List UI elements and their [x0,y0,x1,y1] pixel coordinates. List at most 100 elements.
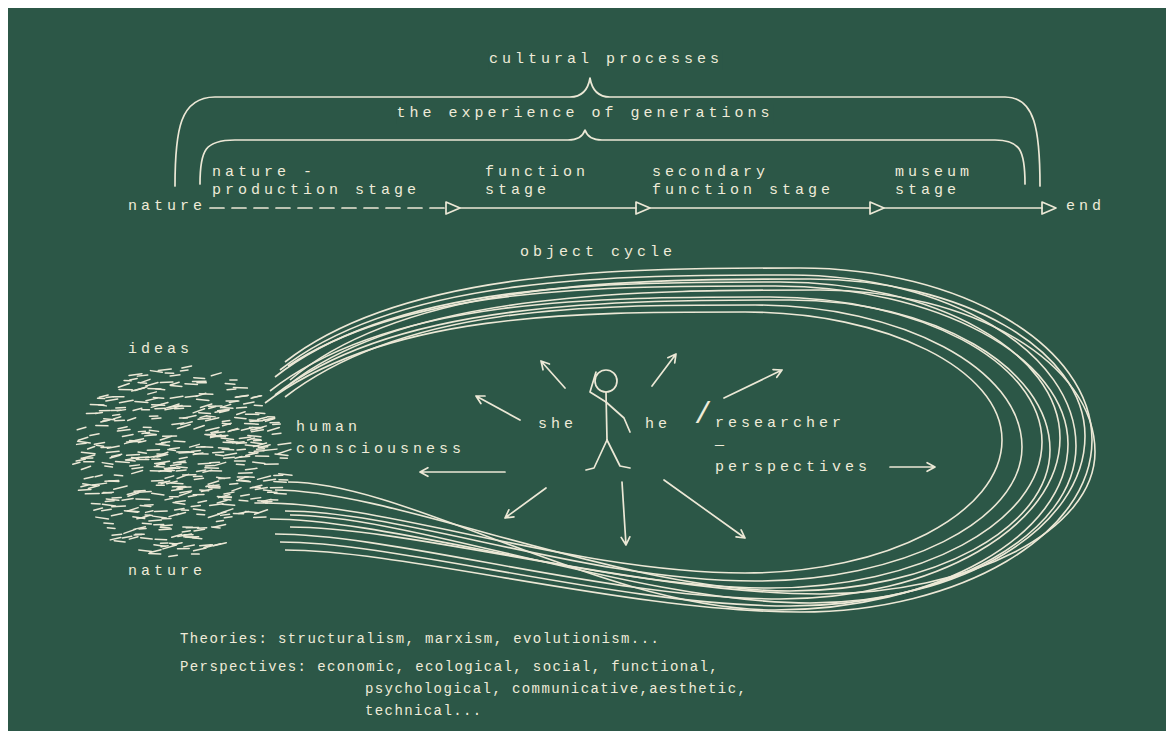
idea-dash [144,504,153,506]
idea-dash [114,474,122,476]
idea-dash [257,448,265,450]
idea-dash [224,457,235,458]
idea-dash [197,399,209,400]
idea-dash [280,457,287,459]
idea-dash [175,509,184,510]
idea-dash [265,463,279,465]
idea-dash [173,503,185,505]
idea-dash [90,434,99,436]
idea-dash [132,471,143,474]
idea-dash [160,470,171,472]
idea-dash [215,436,225,437]
idea-dash [162,442,170,443]
researcher-label: researcher — perspectives [715,413,865,479]
idea-dash [221,438,233,440]
idea-dash [130,465,140,466]
idea-dash [152,458,160,460]
idea-dash [165,468,173,470]
idea-dash [207,415,215,417]
idea-dash [245,445,259,446]
idea-dash [267,416,274,418]
idea-dash [163,435,177,437]
idea-dash [136,498,150,500]
idea-dash [77,443,86,444]
idea-dash [132,388,145,391]
stick-figure [586,370,630,470]
timeline-segment [884,207,1042,209]
perspective-arrow [890,463,935,472]
idea-dash [177,451,189,453]
idea-dash [194,377,205,379]
idea-dash [249,419,258,421]
idea-dash [184,537,197,538]
idea-dash [155,538,167,540]
idea-dash [110,537,120,539]
idea-dash [111,410,121,412]
idea-dash [105,465,113,467]
idea-dash [272,433,281,434]
idea-dash [236,463,244,465]
idea-dash [96,445,103,446]
idea-dash [259,445,270,448]
idea-dash [208,514,219,518]
timeline-arrowhead [446,202,460,214]
idea-dash [81,485,88,487]
idea-dash [171,464,182,466]
idea-dash [195,453,208,455]
idea-dash [179,492,190,496]
idea-dash [134,490,145,492]
idea-dash [102,492,113,493]
cluster-label: human consciousness [296,417,396,461]
idea-dash [221,509,232,513]
idea-dash [236,396,247,397]
idea-dash [199,412,211,414]
idea-dash [138,441,145,443]
idea-dash [106,396,113,398]
idea-dash [111,513,122,515]
loop-heading-holder: object cycle [520,243,676,263]
idea-dash [241,495,250,496]
cycle-loop-line [285,268,1092,612]
figure-label: / [694,398,712,432]
idea-dash [241,427,252,430]
idea-dash [251,442,262,443]
idea-dash [122,536,132,538]
idea-dash [214,462,225,465]
idea-dash [88,447,95,449]
idea-dash [159,528,171,530]
idea-dash [125,441,135,444]
idea-dash [95,412,102,414]
idea-dash [194,425,204,428]
idea-dash [213,451,224,453]
idea-dash [217,500,227,503]
idea-dash [213,524,225,527]
idea-dash [207,434,215,436]
idea-dash [204,545,212,548]
idea-dash [222,423,230,424]
brace-label: cultural processes [489,50,723,70]
stage-label: secondary function stage [652,164,852,200]
perspective-arrow [505,488,546,518]
idea-dash [212,486,220,488]
idea-dash [142,522,151,524]
idea-dash [106,451,119,452]
idea-dash [114,541,125,542]
idea-dash [230,379,237,381]
idea-dash [165,372,173,374]
idea-dash [257,426,267,429]
idea-dash [210,470,221,472]
idea-dash [149,553,161,555]
idea-dash [197,513,205,515]
idea-dash [146,511,153,513]
idea-dash [230,429,239,431]
idea-dash [112,534,122,535]
cycle-loop-line [265,312,1002,573]
idea-dash [170,496,179,498]
idea-dash [172,486,185,488]
idea-dash [174,440,185,442]
timeline-arrowhead [636,202,650,214]
idea-dash [194,478,203,479]
idea-dash [216,520,223,522]
idea-dash [274,475,283,477]
